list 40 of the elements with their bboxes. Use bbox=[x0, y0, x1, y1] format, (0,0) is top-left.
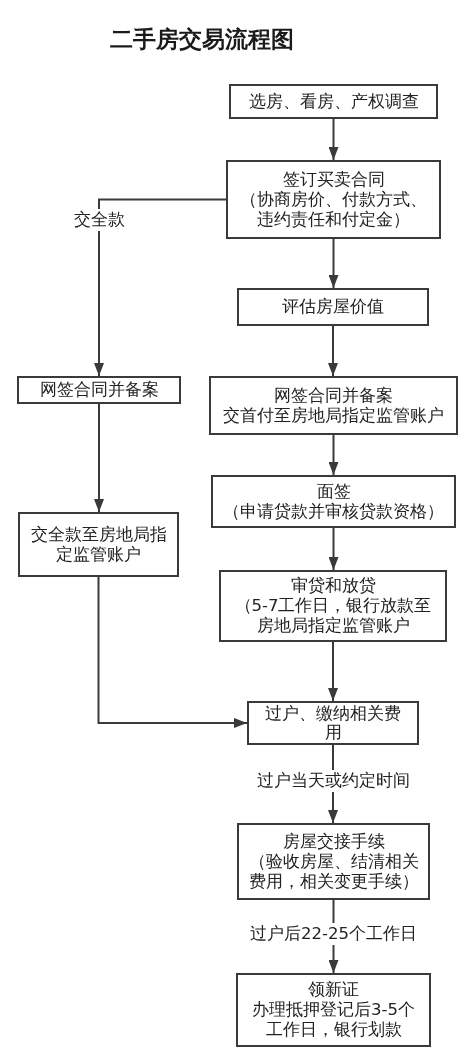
process-box bbox=[17, 376, 181, 404]
process-box bbox=[209, 376, 458, 435]
box-text: 网签合同并备案 bbox=[39, 380, 159, 400]
box-text: （协商房价、付款方式、违约责任和付定金） bbox=[239, 189, 428, 230]
arrow bbox=[328, 118, 339, 161]
box-heading: 房屋交接手续 bbox=[282, 831, 385, 852]
box-heading: 审贷和放贷 bbox=[290, 576, 376, 596]
process-box bbox=[247, 701, 419, 745]
process-box bbox=[219, 570, 447, 642]
edge-label: 交全款 bbox=[71, 208, 127, 231]
process-box bbox=[226, 160, 441, 239]
box-text: （5-7工作日，银行放款至房地局指定监管账户 bbox=[233, 596, 433, 636]
process-box bbox=[237, 823, 430, 900]
arrow bbox=[328, 434, 339, 476]
box-text: 评估房屋价值 bbox=[282, 297, 384, 317]
box-text: （验收房屋、结清相关费用，相关变更手续） bbox=[247, 851, 420, 892]
arrow bbox=[328, 641, 338, 702]
process-box bbox=[18, 512, 179, 577]
box-heading: 领新证 bbox=[308, 980, 359, 1000]
arrow bbox=[94, 198, 227, 377]
box-text: 过户、缴纳相关费用 bbox=[264, 704, 402, 742]
process-box bbox=[211, 475, 456, 528]
box-heading: 签订买卖合同 bbox=[282, 169, 385, 190]
process-box bbox=[237, 288, 429, 326]
process-box bbox=[229, 84, 438, 119]
title: 二手房交易流程图 bbox=[110, 25, 294, 54]
box-text: （申请贷款并审核贷款资格） bbox=[223, 501, 444, 522]
arrow bbox=[328, 238, 339, 289]
edge-label: 过户当天或约定时间 bbox=[254, 770, 412, 792]
box-heading: 面签 bbox=[316, 481, 351, 502]
box-text: 交首付至房地局指定监管账户 bbox=[223, 405, 444, 426]
box-text: 办理抵押登记后3-5个工作日，银行划款 bbox=[251, 1000, 416, 1040]
arrow bbox=[94, 403, 104, 513]
arrow bbox=[97, 576, 248, 728]
process-box bbox=[236, 973, 431, 1047]
arrow bbox=[328, 527, 339, 571]
arrow bbox=[328, 325, 338, 377]
box-heading: 网签合同并备案 bbox=[274, 385, 393, 406]
box-text: 交全款至房地局指定监管账户 bbox=[29, 524, 168, 565]
box-text: 选房、看房、产权调查 bbox=[248, 91, 419, 112]
